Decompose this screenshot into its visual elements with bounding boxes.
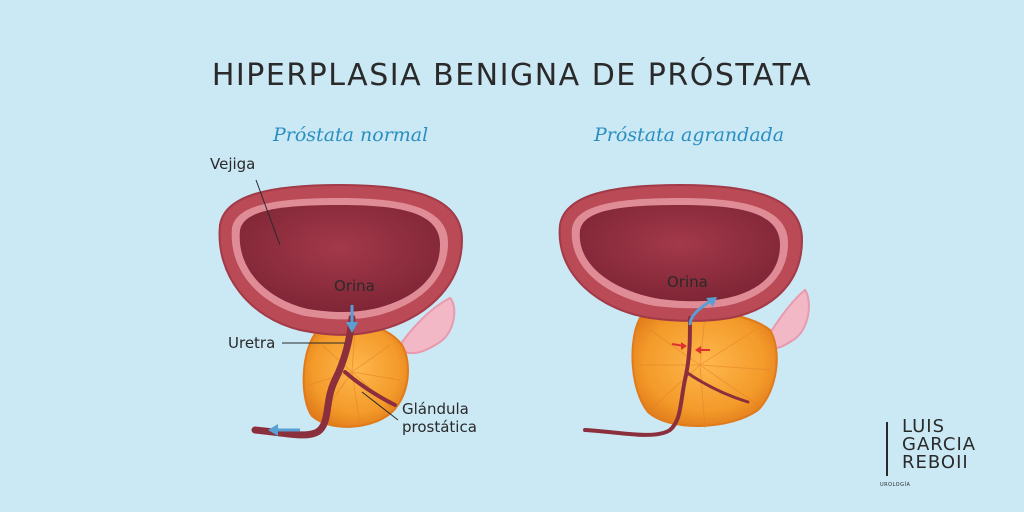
seminal-vesicle [396,296,456,355]
brand-logo: LUIS GARCIA REBOII UROLOGÍA [880,418,990,498]
urine-backflow-arrow [688,298,713,326]
seminal-vesicle-enlarged [760,288,810,350]
bladder-label: Vejiga [210,155,255,173]
logo-line1: LUIS [902,416,946,437]
logo-line2: GARCIA [902,434,977,455]
normal-prostate-illustration [218,179,464,439]
normal-prostate-heading: Próstata normal [273,124,429,146]
urethra-label: Uretra [228,334,275,352]
gland-label-line1: Glándula [402,400,469,418]
urine-label-normal: Orina [334,277,375,295]
logo-bar [886,422,888,476]
logo-tagline: UROLOGÍA [880,482,911,488]
urethra [251,314,356,439]
page-title: HIPERPLASIA BENIGNA DE PRÓSTATA [211,58,813,93]
enlarged-prostate-heading: Próstata agrandada [594,124,785,146]
logo-line3: REBOII [902,452,969,473]
bladder-lumen [239,205,440,312]
compressed-urethra [583,316,692,437]
gland-label-line2: prostática [402,418,477,436]
bladder-lumen-enlarged [579,205,780,302]
urine-label-enlarged: Orina [667,273,708,291]
enlarged-prostate-illustration [558,183,810,437]
